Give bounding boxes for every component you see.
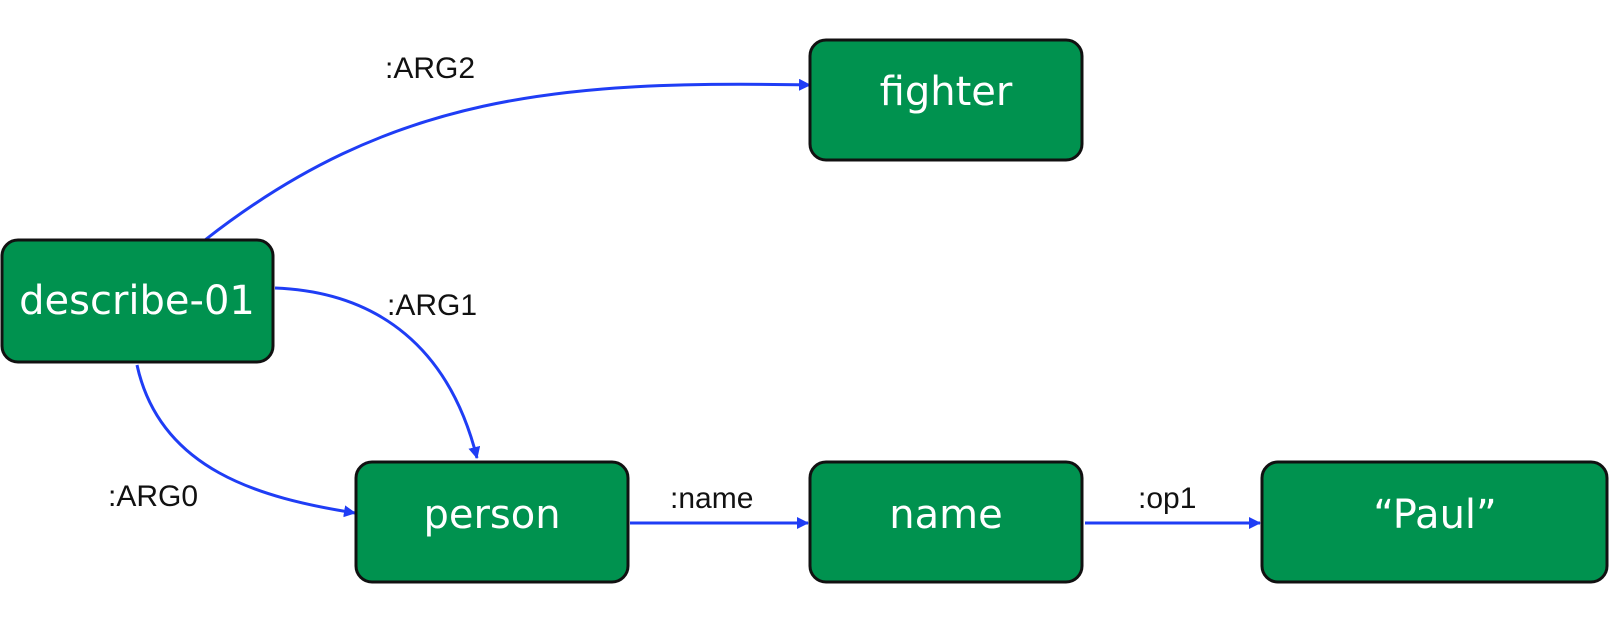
- node-person: person: [354, 460, 630, 584]
- edge-label-arg0: :ARG0: [108, 480, 198, 513]
- node-fighter: fighter: [808, 38, 1084, 162]
- node-label-paul: “Paul”: [1373, 492, 1497, 538]
- node-label-name: name: [889, 492, 1002, 538]
- edge-label-name: :name: [670, 482, 753, 515]
- node-label-person: person: [423, 492, 560, 538]
- edge-arg1: [274, 286, 481, 459]
- node-paul: “Paul”: [1260, 460, 1609, 584]
- node-describe: describe-01: [0, 238, 275, 364]
- node-label-describe: describe-01: [19, 278, 255, 324]
- edge-label-arg2: :ARG2: [385, 52, 475, 85]
- edge-arg2: [204, 78, 811, 242]
- edge-label-arg1: :ARG1: [387, 289, 477, 322]
- node-name: name: [808, 460, 1084, 584]
- edge-label-op1: :op1: [1138, 482, 1196, 515]
- edge-arg0: [135, 364, 356, 518]
- node-label-fighter: fighter: [880, 69, 1013, 115]
